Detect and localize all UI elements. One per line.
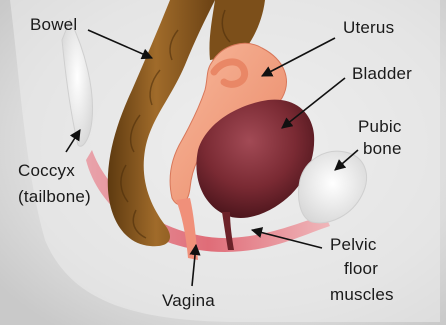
label-uterus: Uterus	[343, 18, 394, 37]
label-vagina: Vagina	[162, 291, 215, 310]
label-coccyx-line1: Coccyx	[18, 161, 75, 180]
label-coccyx-line2: (tailbone)	[18, 187, 91, 206]
label-pelvic-line3: muscles	[330, 285, 394, 304]
label-pubic-line1: Pubic	[358, 117, 402, 136]
label-bladder: Bladder	[352, 64, 412, 83]
label-pelvic-line1: Pelvic	[330, 235, 377, 254]
label-pelvic-line2: floor	[344, 259, 378, 278]
label-pubic-line2: bone	[363, 139, 402, 158]
label-bowel: Bowel	[30, 15, 77, 34]
